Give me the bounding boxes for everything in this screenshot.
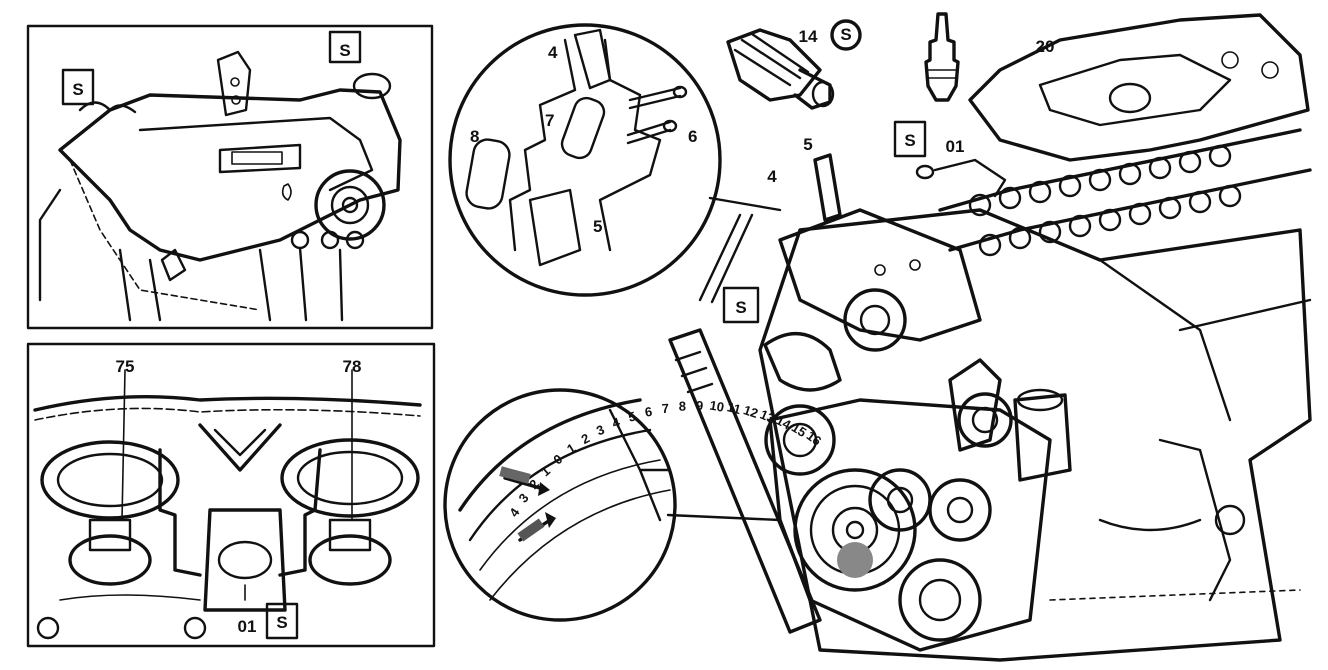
label-14: 14 bbox=[799, 27, 818, 46]
label-5: 5 bbox=[593, 217, 602, 236]
sensor-part-14: S 14 bbox=[726, 19, 862, 110]
timing-scale-label: 7 bbox=[661, 401, 669, 417]
timing-scale-label: 9 bbox=[695, 398, 703, 414]
label-01-bottom: 01 bbox=[238, 617, 257, 636]
timing-scale-label: 2 bbox=[579, 430, 592, 447]
timing-scale-label: 1 bbox=[538, 463, 553, 479]
timing-scale-label: 8 bbox=[679, 399, 686, 414]
label-75: 75 bbox=[116, 357, 135, 376]
label-6: 6 bbox=[688, 127, 697, 146]
main-engine-view bbox=[668, 13, 1312, 662]
timing-scale-label: 3 bbox=[594, 422, 606, 439]
timing-scale-label: 4 bbox=[506, 505, 523, 520]
cam-lobes bbox=[968, 144, 1242, 257]
spark-plug bbox=[924, 12, 960, 102]
torque-symbol: S bbox=[840, 25, 851, 44]
label-01-main: 01 bbox=[946, 137, 965, 156]
timing-scale-label: 5 bbox=[627, 408, 638, 424]
label-8: 8 bbox=[470, 127, 479, 146]
tool-symbol: S bbox=[339, 41, 350, 60]
label-20: 20 bbox=[1036, 37, 1055, 56]
tool-symbol: S bbox=[276, 613, 287, 632]
label-5-main: 5 bbox=[803, 135, 812, 154]
timing-scale-label: 6 bbox=[644, 404, 653, 420]
timing-scale-label: 12 bbox=[742, 402, 760, 421]
timing-scale-label: 16 bbox=[804, 428, 825, 449]
timing-scale-label: 0 bbox=[551, 451, 566, 467]
chain-link-detail: 4 7 8 6 5 bbox=[448, 23, 722, 297]
label-4: 4 bbox=[548, 43, 558, 62]
tool-symbol: S bbox=[72, 80, 83, 99]
label-78: 78 bbox=[343, 357, 362, 376]
tool-symbol: S bbox=[904, 131, 915, 150]
label-7: 7 bbox=[545, 111, 554, 130]
label-4-main: 4 bbox=[767, 167, 777, 186]
timing-scale-label: 10 bbox=[708, 398, 725, 415]
timing-scale-label: 3 bbox=[516, 490, 532, 505]
tool-symbol: S bbox=[735, 298, 746, 317]
bottom-inset-panel: 75 78 01 S bbox=[26, 342, 436, 648]
timing-scale-label: 1 bbox=[564, 440, 578, 457]
top-inset-panel: S S bbox=[26, 24, 434, 330]
